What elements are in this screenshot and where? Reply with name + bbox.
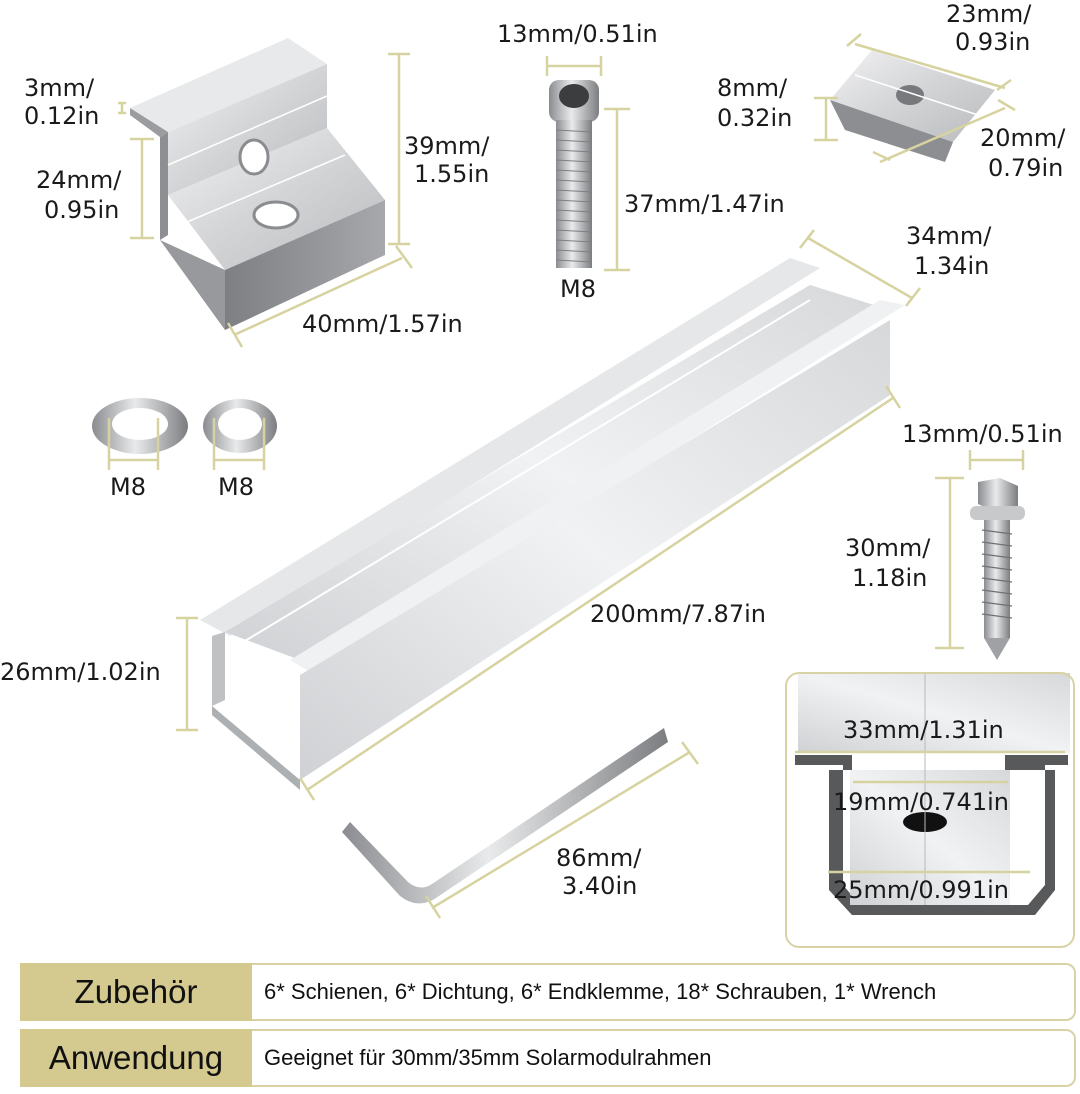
rail-dimension-lines <box>176 229 921 801</box>
info-key-application: Anwendung <box>20 1029 252 1087</box>
info-key-accessories: Zubehör <box>20 963 252 1021</box>
flat-washer-size: M8 <box>110 473 146 501</box>
self-drilling-screw-image <box>970 478 1025 660</box>
rail-width-mm: 34mm/ <box>906 222 992 250</box>
slot-nut-dimension-lines <box>814 33 1016 164</box>
nut-height-in: 0.32in <box>717 104 793 132</box>
cross-section-detail-frame <box>785 672 1075 948</box>
clamp-height-mm: 39mm/ <box>404 132 490 160</box>
end-clamp-dimension-lines <box>118 52 414 348</box>
hex-key-dimension-lines <box>424 741 700 919</box>
info-value-accessories: 6* Schienen, 6* Dichtung, 6* Endklemme, … <box>252 963 1076 1021</box>
spring-washer-size: M8 <box>218 473 254 501</box>
rail-length: 200mm/7.87in <box>590 600 766 628</box>
nut-depth-mm: 20mm/ <box>980 124 1066 152</box>
bolt-size: M8 <box>560 275 596 303</box>
hex-key-length-in: 3.40in <box>562 872 638 900</box>
rail-width-in: 1.34in <box>914 252 990 280</box>
info-row-accessories: Zubehör 6* Schienen, 6* Dichtung, 6* End… <box>20 963 1076 1021</box>
rail-image <box>200 258 905 790</box>
clamp-thickness-mm: 3mm/ <box>24 74 95 102</box>
nut-width-mm: 23mm/ <box>946 0 1032 28</box>
clamp-length: 40mm/1.57in <box>302 310 463 338</box>
screw-head-width: 13mm/0.51in <box>902 420 1063 448</box>
spring-washer-image <box>203 399 277 453</box>
nut-width-in: 0.93in <box>955 28 1031 56</box>
hex-key-length-mm: 86mm/ <box>556 844 642 872</box>
end-clamp-image <box>130 38 385 330</box>
washer-dimension-lines <box>107 418 266 470</box>
info-row-application: Anwendung Geeignet für 30mm/35mm Solarmo… <box>20 1029 1076 1087</box>
bolt-length: 37mm/1.47in <box>624 190 785 218</box>
cross-section-inner-top-width: 19mm/0.741in <box>833 788 1009 816</box>
clamp-inner-height-mm: 24mm/ <box>36 166 122 194</box>
nut-depth-in: 0.79in <box>988 154 1064 182</box>
info-value-application: Geeignet für 30mm/35mm Solarmodulrahmen <box>252 1029 1076 1087</box>
slot-nut-image <box>830 50 995 162</box>
rail-cross-section-image <box>795 673 1070 915</box>
flat-washer-image <box>92 398 188 454</box>
screw-length-in: 1.18in <box>852 564 928 592</box>
cross-section-dimension-lines <box>795 750 1065 874</box>
clamp-height-in: 1.55in <box>414 160 490 188</box>
nut-height-mm: 8mm/ <box>717 74 788 102</box>
cross-section-top-width: 33mm/1.31in <box>843 716 1004 744</box>
clamp-inner-height-in: 0.95in <box>44 196 120 224</box>
screw-length-mm: 30mm/ <box>845 534 931 562</box>
screw-dimension-lines <box>935 450 1025 650</box>
rail-height: 26mm/1.02in <box>0 658 161 686</box>
cross-section-inner-bottom-width: 25mm/0.991in <box>833 876 1009 904</box>
bolt-head-width: 13mm/0.51in <box>497 20 658 48</box>
product-illustration <box>92 33 1070 919</box>
clamp-thickness-in: 0.12in <box>24 102 100 130</box>
bolt-dimension-lines <box>545 56 630 272</box>
socket-bolt-image <box>549 80 599 268</box>
